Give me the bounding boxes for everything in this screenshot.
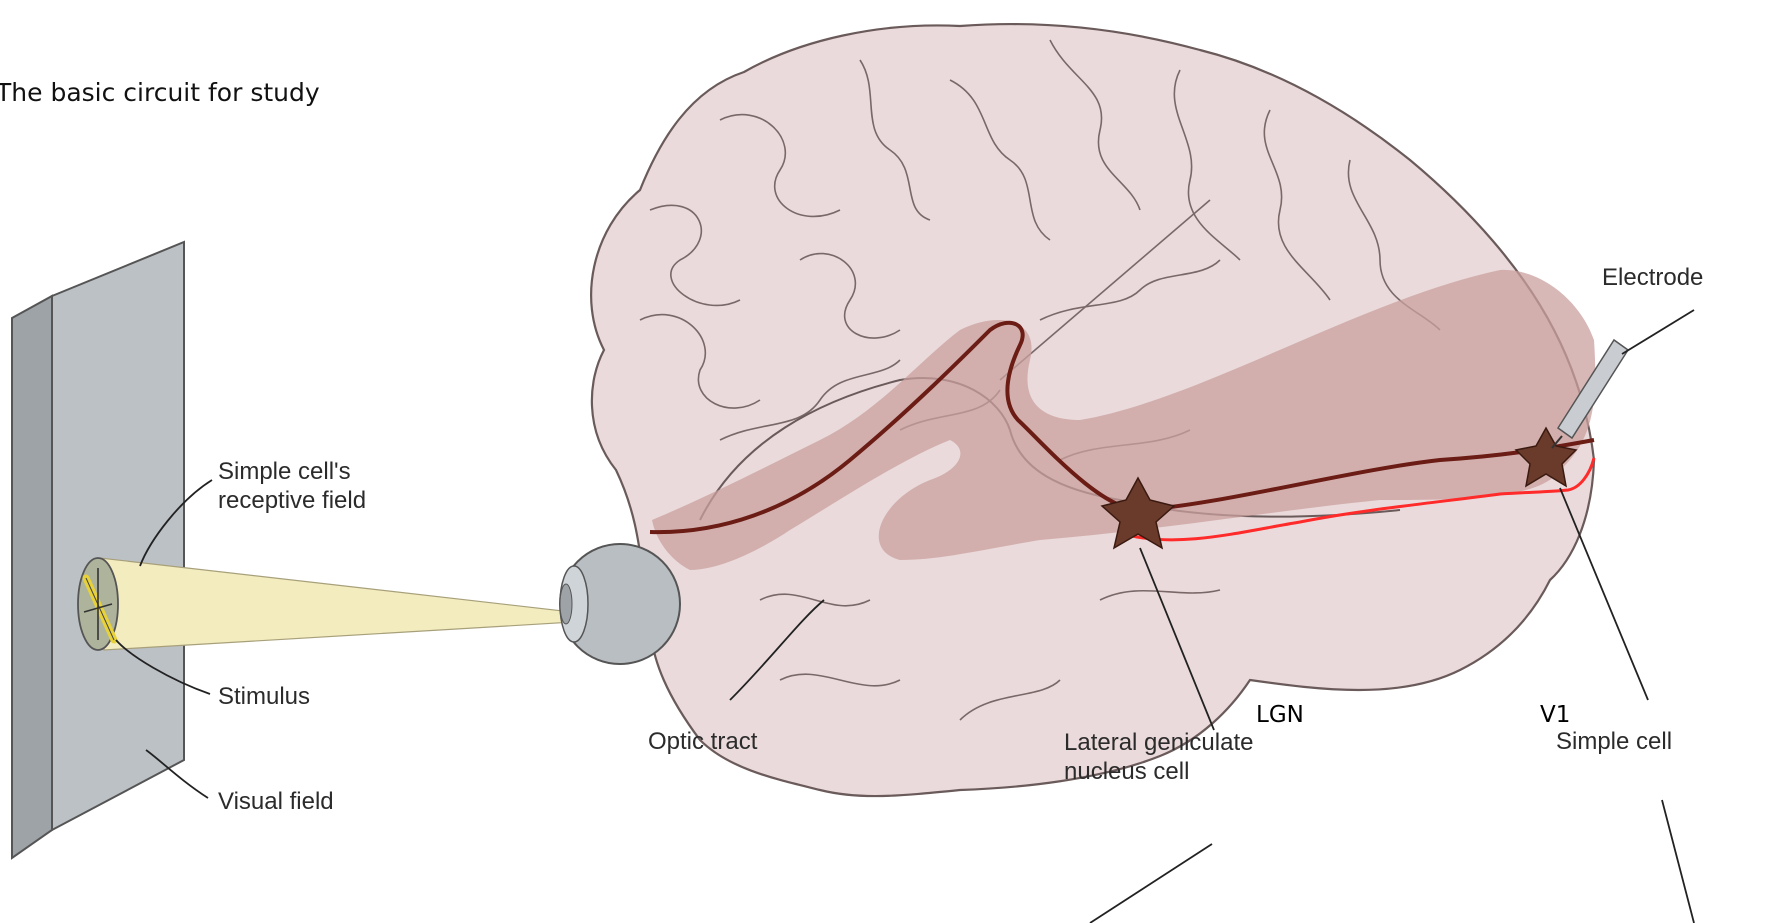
label-lgn-cell-line2: nucleus cell bbox=[1064, 757, 1253, 786]
label-optic-tract: Optic tract bbox=[648, 728, 757, 755]
annotation-v1: V1 bbox=[1540, 702, 1570, 728]
label-receptive-field: Simple cell's receptive field bbox=[218, 457, 366, 515]
label-simple-cell: Simple cell bbox=[1556, 728, 1672, 755]
label-electrode: Electrode bbox=[1602, 264, 1703, 291]
label-visual-field: Visual field bbox=[218, 788, 334, 815]
visual-field-screen bbox=[12, 242, 184, 858]
label-lgn-cell: Lateral geniculate nucleus cell bbox=[1064, 728, 1253, 786]
label-receptive-field-line1: Simple cell's bbox=[218, 457, 366, 486]
label-stimulus: Stimulus bbox=[218, 683, 310, 710]
label-lgn-cell-line1: Lateral geniculate bbox=[1064, 728, 1253, 757]
slide-title: The basic circuit for study bbox=[0, 78, 320, 107]
eye bbox=[560, 544, 680, 664]
light-cone bbox=[100, 558, 574, 650]
annotation-lgn: LGN bbox=[1256, 702, 1304, 728]
label-receptive-field-line2: receptive field bbox=[218, 486, 366, 515]
